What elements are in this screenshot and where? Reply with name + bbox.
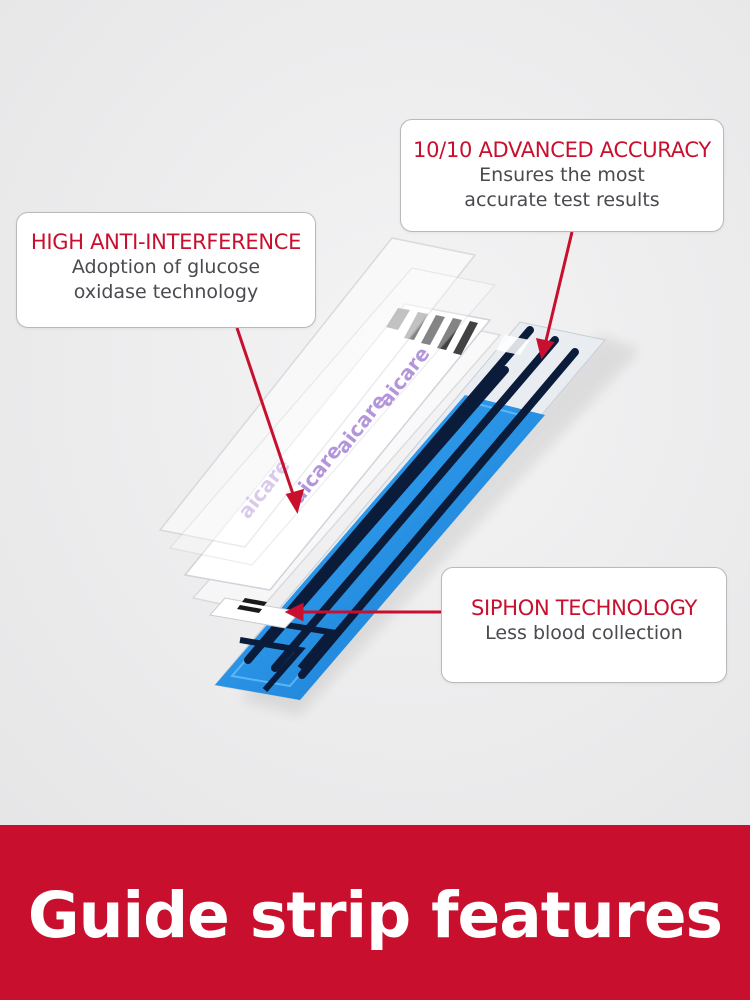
callout-description: Adoption of glucose (71, 256, 261, 278)
callout-leader-lines (235, 231, 574, 622)
callout-title: SIPHON TECHNOLOGY (470, 596, 698, 620)
banner-heading: Guide strip features (27, 879, 723, 952)
strip-transparent-cover-layer (168, 267, 497, 566)
callout-title: 10/10 ADVANCED ACCURACY (413, 138, 711, 162)
callout-description: Ensures the most (479, 164, 645, 186)
callout-title: HIGH ANTI-INTERFERENCE (30, 230, 302, 254)
heading-banner: Guide strip features (0, 825, 750, 1000)
callout-description: oxidase technology (73, 281, 259, 303)
callout-description: Less blood collection (485, 622, 683, 644)
callout-advanced-accuracy: 10/10 ADVANCED ACCURACY Ensures the most… (400, 119, 724, 232)
callout-anti-interference: HIGH ANTI-INTERFERENCE Adoption of gluco… (16, 212, 316, 328)
callout-description: accurate test results (464, 189, 660, 211)
product-illustration-area: aicare aicare aicare aicare HIGH ANTI-IN… (0, 0, 750, 825)
callout-siphon-technology: SIPHON TECHNOLOGY Less blood collection (441, 567, 727, 683)
strip-transparent-cover-layer (158, 237, 477, 548)
test-strip-exploded-illustration: aicare aicare aicare aicare (158, 231, 640, 715)
